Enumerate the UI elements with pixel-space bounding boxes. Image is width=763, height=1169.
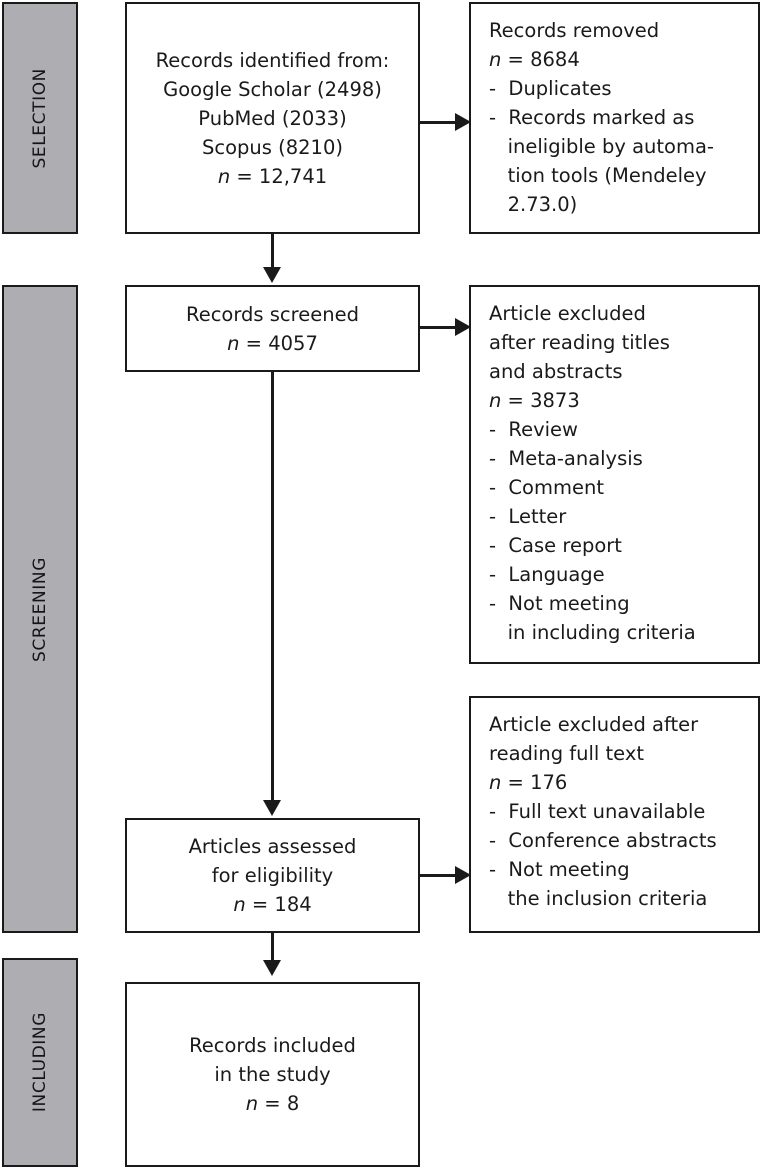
connector-identified-to-removed xyxy=(420,121,458,124)
excluded-fulltext-line-2: reading full text xyxy=(489,742,645,765)
records-included-count: n = 8 xyxy=(245,1092,300,1115)
excluded-fulltext-reason-3: - Not meeting xyxy=(489,858,630,881)
arrowhead-assessed-to-excluded-fulltext xyxy=(455,866,471,884)
records-identified-source-2: PubMed (2033) xyxy=(198,106,347,130)
records-removed-count: n = 8684 xyxy=(489,48,580,71)
arrowhead-screened-to-excluded-titles xyxy=(455,318,471,336)
connector-screened-to-assessed xyxy=(271,372,274,802)
arrowhead-assessed-to-included xyxy=(263,960,281,976)
records-identified-source-3: Scopus (8210) xyxy=(202,135,343,159)
excluded-titles-count: n = 3873 xyxy=(489,389,580,412)
connector-assessed-to-included xyxy=(271,933,274,963)
excluded-titles-reason-7: - Not meeting xyxy=(489,592,630,615)
excluded-titles-reason-5: - Case report xyxy=(489,534,622,557)
articles-assessed-line-1: Articles assessed xyxy=(188,835,357,858)
articles-assessed-count: n = 184 xyxy=(233,893,312,916)
excluded-titles-line-3: and abstracts xyxy=(489,360,623,383)
excluded-fulltext-line-1: Article excluded after xyxy=(489,713,699,736)
excluded-titles-reason-3: - Comment xyxy=(489,476,604,499)
excluded-fulltext-count: n = 176 xyxy=(489,771,568,794)
records-removed-reason-2: - Records marked as xyxy=(489,106,695,129)
box-records-included: Records included in the study n = 8 xyxy=(125,982,420,1167)
records-identified-title: Records identified from: xyxy=(155,48,390,72)
stage-selection-label: SELECTION xyxy=(30,67,50,169)
box-records-identified: Records identified from: Google Scholar … xyxy=(125,2,420,234)
excluded-titles-line-2: after reading titles xyxy=(489,331,670,354)
records-removed-reason-2b: ineligible by automa- xyxy=(489,135,714,158)
box-articles-assessed: Articles assessed for eligibility n = 18… xyxy=(125,818,420,933)
articles-assessed-line-2: for eligibility xyxy=(211,864,334,887)
records-removed-title: Records removed xyxy=(489,19,660,42)
excluded-fulltext-reason-3b: the inclusion criteria xyxy=(489,887,708,910)
box-article-excluded-titles: Article excluded after reading titles an… xyxy=(469,285,760,664)
excluded-titles-line-1: Article excluded xyxy=(489,302,646,325)
records-identified-source-1: Google Scholar (2498) xyxy=(163,77,382,101)
arrowhead-identified-to-removed xyxy=(455,113,471,131)
records-removed-reason-1: - Duplicates xyxy=(489,77,612,100)
connector-screened-to-excluded-titles xyxy=(420,326,458,329)
stage-selection: SELECTION xyxy=(2,2,78,234)
connector-identified-to-screened xyxy=(271,234,274,270)
excluded-titles-reason-2: - Meta-analysis xyxy=(489,447,643,470)
stage-screening-label: SCREENING xyxy=(30,556,50,662)
excluded-titles-reason-4: - Letter xyxy=(489,505,567,528)
stage-screening: SCREENING xyxy=(2,285,78,933)
arrowhead-screened-to-assessed xyxy=(263,800,281,816)
excluded-fulltext-reason-1: - Full text unavailable xyxy=(489,800,706,823)
connector-assessed-to-excluded-fulltext xyxy=(420,874,458,877)
records-screened-title: Records screened xyxy=(186,302,359,326)
records-screened-count: n = 4057 xyxy=(227,331,318,355)
records-included-line-1: Records included xyxy=(189,1034,356,1057)
stage-including-label: INCLUDING xyxy=(30,1012,50,1113)
records-removed-reason-2d: 2.73.0) xyxy=(489,193,578,216)
excluded-titles-reason-7b: in including criteria xyxy=(489,621,696,644)
records-included-line-2: in the study xyxy=(214,1063,331,1086)
records-removed-reason-2c: tion tools (Mendeley xyxy=(489,164,707,187)
excluded-titles-reason-1: - Review xyxy=(489,418,579,441)
box-records-screened: Records screened n = 4057 xyxy=(125,285,420,372)
records-identified-count: n = 12,741 xyxy=(217,164,328,188)
arrowhead-identified-to-screened xyxy=(263,267,281,283)
box-records-removed: Records removed n = 8684 - Duplicates - … xyxy=(469,2,760,234)
excluded-fulltext-reason-2: - Conference abstracts xyxy=(489,829,717,852)
box-article-excluded-fulltext: Article excluded after reading full text… xyxy=(469,696,760,933)
stage-including: INCLUDING xyxy=(2,958,78,1167)
excluded-titles-reason-6: - Language xyxy=(489,563,605,586)
